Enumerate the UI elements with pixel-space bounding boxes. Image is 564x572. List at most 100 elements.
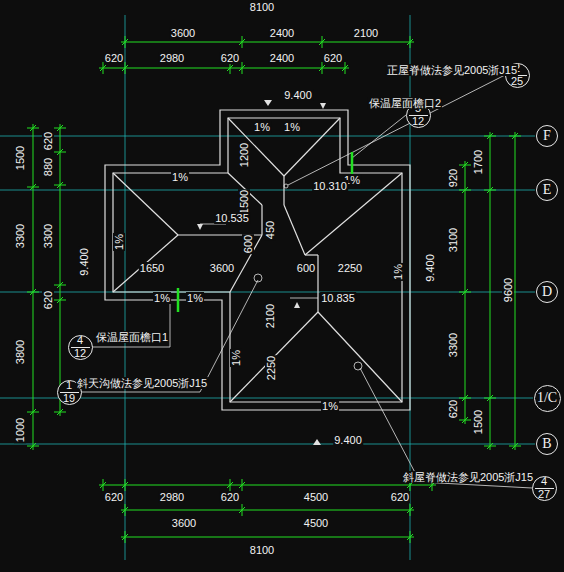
- dim-stroke: [33, 124, 34, 450]
- dimension-text: 9.400: [283, 89, 313, 101]
- dim-stroke: [100, 65, 106, 71]
- dimension-text: 620: [42, 131, 54, 151]
- dim-stroke: [57, 182, 63, 188]
- dim-stroke: [407, 534, 413, 540]
- dim-stroke: [319, 65, 325, 71]
- dimension-text: 920: [447, 168, 459, 188]
- axis-lines: [0, 15, 535, 560]
- dimension-text: 4500: [303, 491, 329, 503]
- dimension-text: 620: [323, 52, 343, 64]
- dimension-text: 620: [42, 290, 54, 310]
- dim-stroke: [99, 68, 349, 69]
- dim-stroke: [122, 534, 128, 540]
- dim-stroke: [462, 417, 468, 423]
- dimension-text: 9.400: [78, 247, 90, 277]
- dim-stroke: [512, 443, 518, 449]
- dimension-text: 4500: [303, 517, 329, 529]
- dim-stroke: [512, 133, 518, 139]
- dimension-text: 3600: [171, 517, 197, 529]
- dimension-text: 880: [42, 157, 54, 177]
- callout-number: 19: [58, 393, 81, 404]
- dim-stroke: [487, 133, 493, 139]
- callout-divider: [535, 488, 554, 489]
- detail-callout: 427: [532, 476, 557, 501]
- dimension-text: 2250: [265, 355, 277, 381]
- dimension-text: 8100: [249, 1, 275, 13]
- dim-stroke: [487, 443, 493, 449]
- dimension-text: 3800: [14, 339, 26, 365]
- dim-stroke: [122, 39, 128, 45]
- dimension-text: 1500: [472, 409, 484, 435]
- dimension-text: 620: [220, 491, 240, 503]
- dimension-text: 10.835: [320, 292, 356, 304]
- dim-stroke: [462, 395, 468, 401]
- dimension-text: 1200: [238, 142, 250, 168]
- callout-divider: [71, 347, 90, 348]
- dimension-text: 2100: [264, 303, 276, 329]
- dimension-text: 9600: [502, 277, 514, 303]
- dim-stroke: [121, 42, 414, 43]
- dim-stroke: [60, 124, 61, 416]
- dim-stroke: [30, 125, 36, 131]
- dimension-text: 600: [242, 234, 254, 254]
- dim-stroke: [515, 132, 516, 450]
- note-text: 斜天沟做法参见2005浙J15: [76, 377, 208, 389]
- dimension-text: 10.535: [214, 212, 250, 224]
- axis-bubble: 1/C: [534, 385, 561, 412]
- dimension-text: 1%: [392, 263, 404, 281]
- axis-bubble: F: [536, 125, 558, 147]
- dim-stroke: [122, 482, 128, 488]
- dim-stroke: [227, 482, 233, 488]
- dimension-text: 1700: [472, 149, 484, 175]
- dim-stroke: [319, 39, 325, 45]
- dimension-text: 3100: [447, 227, 459, 253]
- callout-number: 25: [506, 76, 529, 87]
- axis-name: 1/C: [535, 391, 560, 405]
- dim-stroke: [57, 282, 63, 288]
- leader-lines: [81, 75, 532, 488]
- axis-name: E: [537, 183, 557, 197]
- axis-name: B: [537, 437, 557, 451]
- dim-stroke: [122, 65, 128, 71]
- dim-stroke: [487, 187, 493, 193]
- dim-stroke: [342, 65, 348, 71]
- dimension-text: 3600: [170, 27, 196, 39]
- dimension-text: 620: [104, 52, 124, 64]
- dimension-text: 1%: [153, 292, 171, 304]
- eave-marks: [178, 152, 352, 312]
- dimension-text: 2250: [337, 262, 363, 274]
- dim-stroke: [462, 187, 468, 193]
- dim-stroke: [407, 507, 413, 513]
- dimension-text: 450: [264, 220, 276, 240]
- dimension-text: 2400: [269, 27, 295, 39]
- dimension-text: 1%: [230, 349, 242, 367]
- note-text: 保温屋面檐口2: [368, 97, 442, 109]
- dim-stroke: [462, 162, 468, 168]
- axis-bubble: E: [536, 179, 558, 201]
- dim-stroke: [462, 289, 468, 295]
- dimension-text: 2980: [159, 52, 185, 64]
- note-text: 斜屋脊做法参见2005浙J15: [402, 471, 534, 483]
- callout-number: 12: [69, 348, 92, 359]
- dimension-text: 3300: [14, 223, 26, 249]
- dimension-text: 2400: [269, 52, 295, 64]
- dim-stroke: [99, 485, 436, 486]
- dimension-text: 620: [220, 52, 240, 64]
- dimension-text: 1000: [14, 417, 26, 443]
- dimension-text: 9.400: [424, 253, 436, 283]
- dim-stroke: [407, 39, 413, 45]
- dim-stroke: [121, 510, 414, 511]
- dimension-lines: [27, 36, 521, 543]
- elevation-marks: [197, 100, 326, 445]
- dim-stroke: [57, 125, 63, 131]
- callout-number: 12: [407, 116, 430, 127]
- dim-stroke: [30, 409, 36, 415]
- note-text: 保温屋面檐口1: [95, 331, 169, 343]
- dimension-text: 10.310: [312, 180, 348, 192]
- dimension-text: 620: [447, 399, 459, 419]
- dim-stroke: [227, 65, 233, 71]
- dimension-text: 600: [296, 262, 316, 274]
- dimension-text: 1%: [321, 400, 339, 412]
- dimension-text: 1%: [186, 292, 204, 304]
